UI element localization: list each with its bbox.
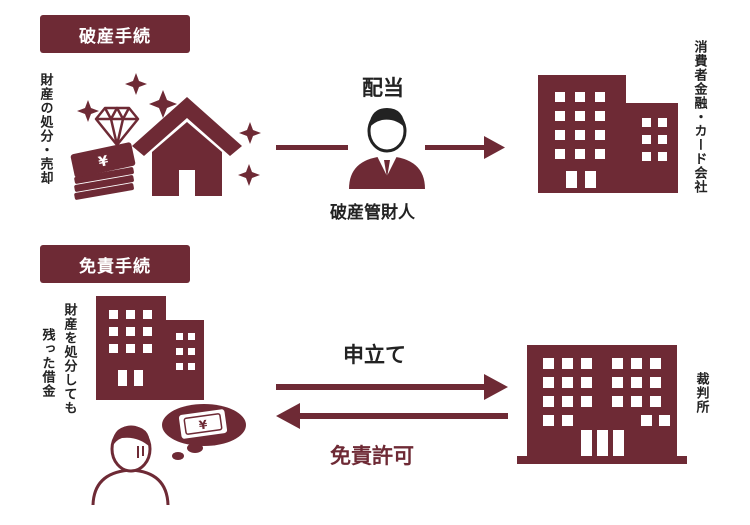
office-building-icon xyxy=(96,296,204,400)
office-building-icon xyxy=(538,75,678,193)
court-building-icon xyxy=(517,345,687,464)
remaining-debt-label-line2: 財産を処分しても xyxy=(61,303,77,415)
court-label: 裁判所 xyxy=(693,372,709,414)
creditor-label: 消費者金融・カード会社 xyxy=(691,40,707,194)
diamond-icon xyxy=(94,106,140,147)
thought-bubble-icon: ¥ xyxy=(162,404,246,460)
property-disposal-label: 財産の処分・売却 xyxy=(37,73,53,185)
transfer-line xyxy=(276,145,348,150)
trustee-person-icon xyxy=(349,108,425,189)
house-icon xyxy=(132,97,242,196)
trustee-label: 破産管財人 xyxy=(330,203,415,223)
discharge-granted-label: 免責許可 xyxy=(330,444,414,468)
petition-arrow-icon xyxy=(276,374,508,400)
discharge-procedure-tag: 免責手続 xyxy=(40,245,190,283)
dividend-arrow-icon xyxy=(425,136,505,159)
petition-label: 申立て xyxy=(343,343,406,367)
svg-text:¥: ¥ xyxy=(97,153,110,171)
money-stack-icon: ¥ xyxy=(70,142,136,200)
svg-text:¥: ¥ xyxy=(198,417,209,432)
discharge-arrow-icon xyxy=(276,403,508,429)
sparkle-icon xyxy=(77,73,261,186)
remaining-debt-label-line1: 残った借金 xyxy=(39,328,55,398)
debtor-person-icon xyxy=(91,425,170,506)
bankruptcy-procedure-tag: 破産手続 xyxy=(40,15,190,53)
dividend-label: 配当 xyxy=(362,76,404,100)
